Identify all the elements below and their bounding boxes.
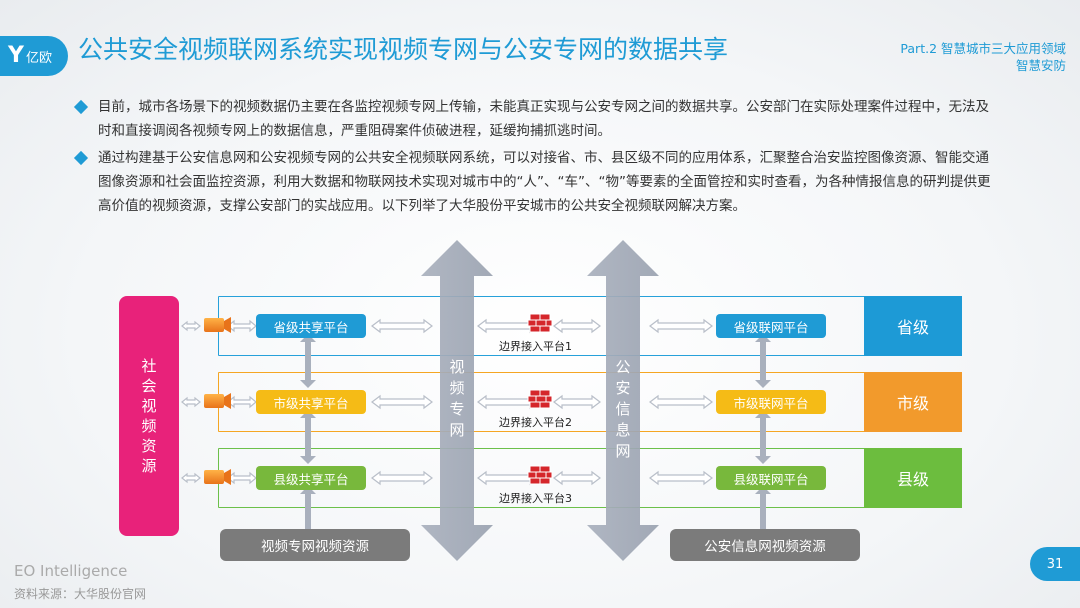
city-share-platform: 市级共享平台 <box>256 390 366 414</box>
footer-source: 资料来源：大华股份官网 <box>14 587 147 601</box>
level-label-province: 省级 <box>864 296 962 356</box>
police-net-arrow <box>587 240 659 561</box>
video-net-label: 视频专网 <box>449 358 465 439</box>
horizontal-connectors <box>181 318 713 486</box>
social-video-source: 社会视频资源 <box>119 296 179 536</box>
boundary-platform-label: 边界接入平台2 <box>499 416 572 429</box>
brand-logo: Y 亿欧 <box>0 36 68 76</box>
province-network-platform: 省级联网平台 <box>716 314 826 338</box>
right-vertical-connectors <box>755 334 771 530</box>
police-net-resources: 公安信息网视频资源 <box>670 529 860 561</box>
firewall-icons <box>527 313 553 485</box>
page-number: 31 <box>1030 547 1080 581</box>
video-net-resources: 视频专网视频资源 <box>220 529 410 561</box>
footer-brand: EO Intelligence <box>14 562 128 580</box>
county-share-platform: 县级共享平台 <box>256 466 366 490</box>
video-net-arrow <box>421 240 493 561</box>
section-topic: 智慧安防 <box>1015 58 1066 73</box>
boundary-platform-label: 边界接入平台3 <box>499 492 572 505</box>
police-net-label: 公安信息网 <box>615 358 631 460</box>
county-network-platform: 县级联网平台 <box>716 466 826 490</box>
social-video-source-label: 社会视频资源 <box>141 357 157 475</box>
page-title: 公共安全视频联网系统实现视频专网与公安专网的数据共享 <box>78 35 729 64</box>
section-label: Part.2 智慧城市三大应用领域 智慧安防 <box>900 40 1066 74</box>
firewall-icon <box>527 465 553 485</box>
boundary-platform-label: 边界接入平台1 <box>499 340 572 353</box>
firewall-icon <box>527 389 553 409</box>
left-vertical-connectors <box>300 334 316 530</box>
bullet-item: 目前，城市各场景下的视频数据仍主要在各监控视频专网上传输，未能真正实现与公安专网… <box>72 95 1002 143</box>
bullet-text: 目前，城市各场景下的视频数据仍主要在各监控视频专网上传输，未能真正实现与公安专网… <box>98 99 989 139</box>
firewall-icon <box>527 313 553 333</box>
logo-mark: Y <box>8 43 24 68</box>
section-part: Part.2 智慧城市三大应用领域 <box>900 41 1066 56</box>
level-label-city: 市级 <box>864 372 962 432</box>
camera-icon <box>204 317 231 333</box>
province-share-platform: 省级共享平台 <box>256 314 366 338</box>
level-label-county: 县级 <box>864 448 962 508</box>
bullet-item: 通过构建基于公安信息网和公安视频专网的公共安全视频联网系统，可以对接省、市、县区… <box>72 146 1002 218</box>
camera-icons <box>204 317 231 485</box>
city-network-platform: 市级联网平台 <box>716 390 826 414</box>
bullet-list: 目前，城市各场景下的视频数据仍主要在各监控视频专网上传输，未能真正实现与公安专网… <box>72 95 1002 218</box>
camera-icon <box>204 393 231 409</box>
logo-text: 亿欧 <box>25 50 52 66</box>
bullet-text: 通过构建基于公安信息网和公安视频专网的公共安全视频联网系统，可以对接省、市、县区… <box>98 150 991 214</box>
camera-icon <box>204 469 231 485</box>
